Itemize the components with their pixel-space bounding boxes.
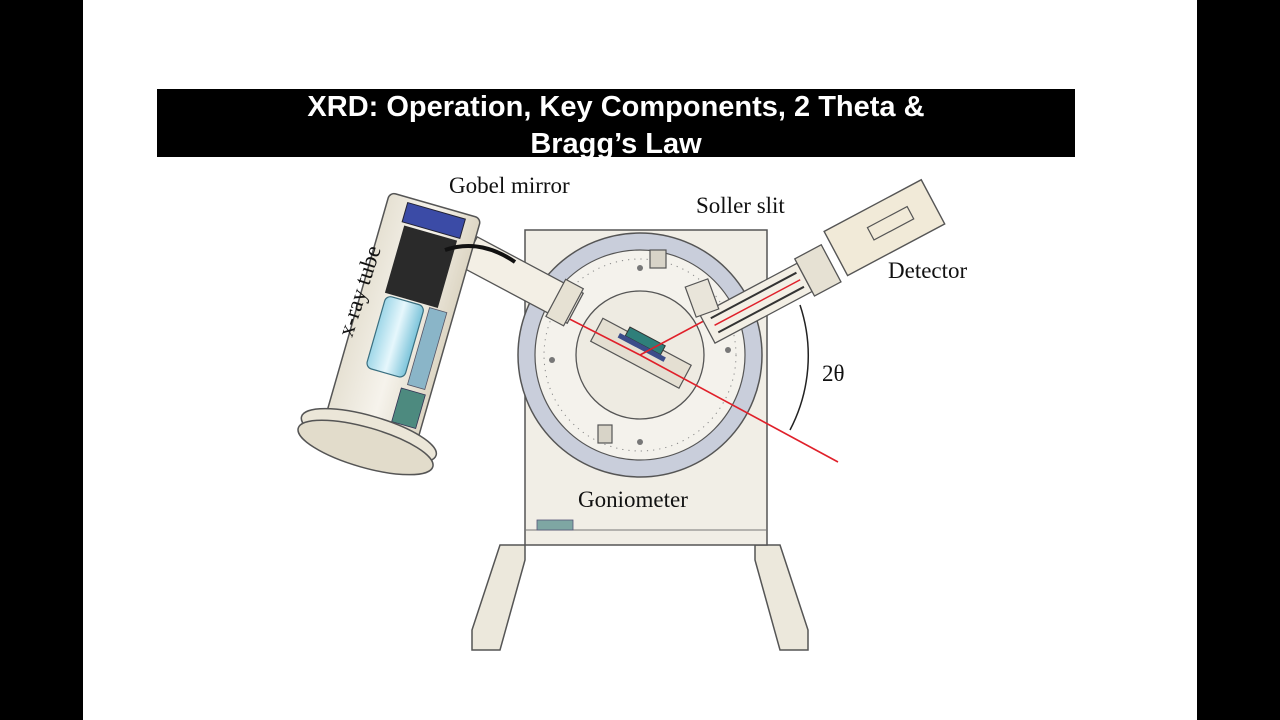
- label-two-theta: 2θ: [822, 361, 845, 386]
- page-title-line-1: XRD: Operation, Key Components, 2 Theta …: [307, 91, 925, 123]
- label-gobel-mirror: Gobel mirror: [449, 173, 570, 198]
- label-detector: Detector: [888, 258, 968, 283]
- two-theta-arc: [789, 304, 810, 431]
- page-title: XRD: Operation, Key Components, 2 Theta …: [157, 89, 1075, 157]
- page-title-line-2: Bragg’s Law: [530, 128, 702, 157]
- goniometer-badge: [536, 519, 574, 531]
- slit-bracket: [684, 278, 720, 318]
- detector-arm: [699, 243, 842, 345]
- gobel-mirror: [444, 244, 517, 264]
- ring-knob-top: [649, 249, 667, 269]
- label-soller-slit: Soller slit: [696, 193, 785, 218]
- detector-housing: [823, 178, 946, 277]
- ring-knob-bottom: [597, 424, 613, 444]
- label-goniometer: Goniometer: [578, 487, 688, 512]
- xray-tube: [297, 192, 481, 476]
- goniometer-stand: [471, 544, 809, 651]
